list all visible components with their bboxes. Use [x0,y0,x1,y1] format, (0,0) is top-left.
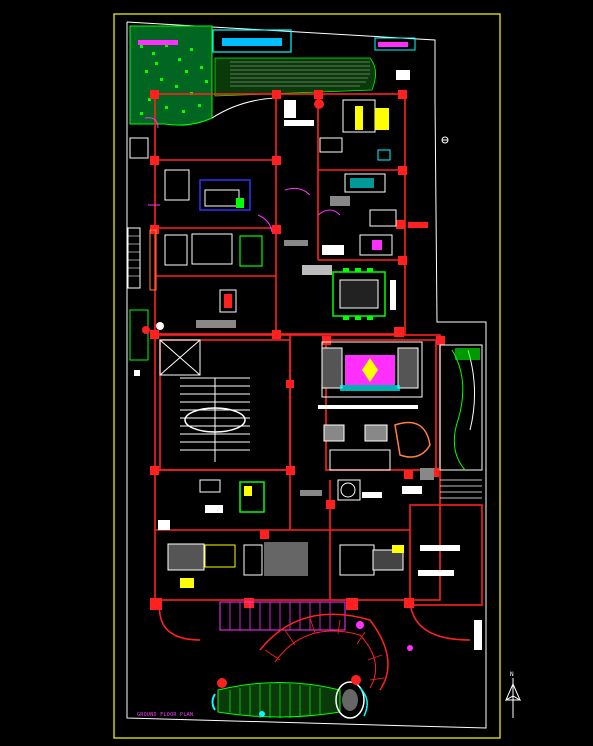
lower-rooms-details [167,479,460,588]
porch-spiral [219,601,413,691]
top-paving [211,29,416,119]
site-boundary [126,21,487,729]
drawing-frame [113,13,501,739]
drawing-title: GROUND FLOOR PLAN [137,712,194,718]
front-lawn [129,25,213,126]
upper-rooms-details [144,99,428,328]
columns [150,90,445,610]
tree-icon [441,136,449,144]
side-garden [439,344,483,650]
living-room [318,341,434,480]
water-feature [211,675,368,719]
left-strip [127,137,170,530]
north-arrow-icon [504,678,522,718]
dining-table [332,268,396,320]
north-label: N [510,671,514,678]
main-staircase [159,339,250,462]
